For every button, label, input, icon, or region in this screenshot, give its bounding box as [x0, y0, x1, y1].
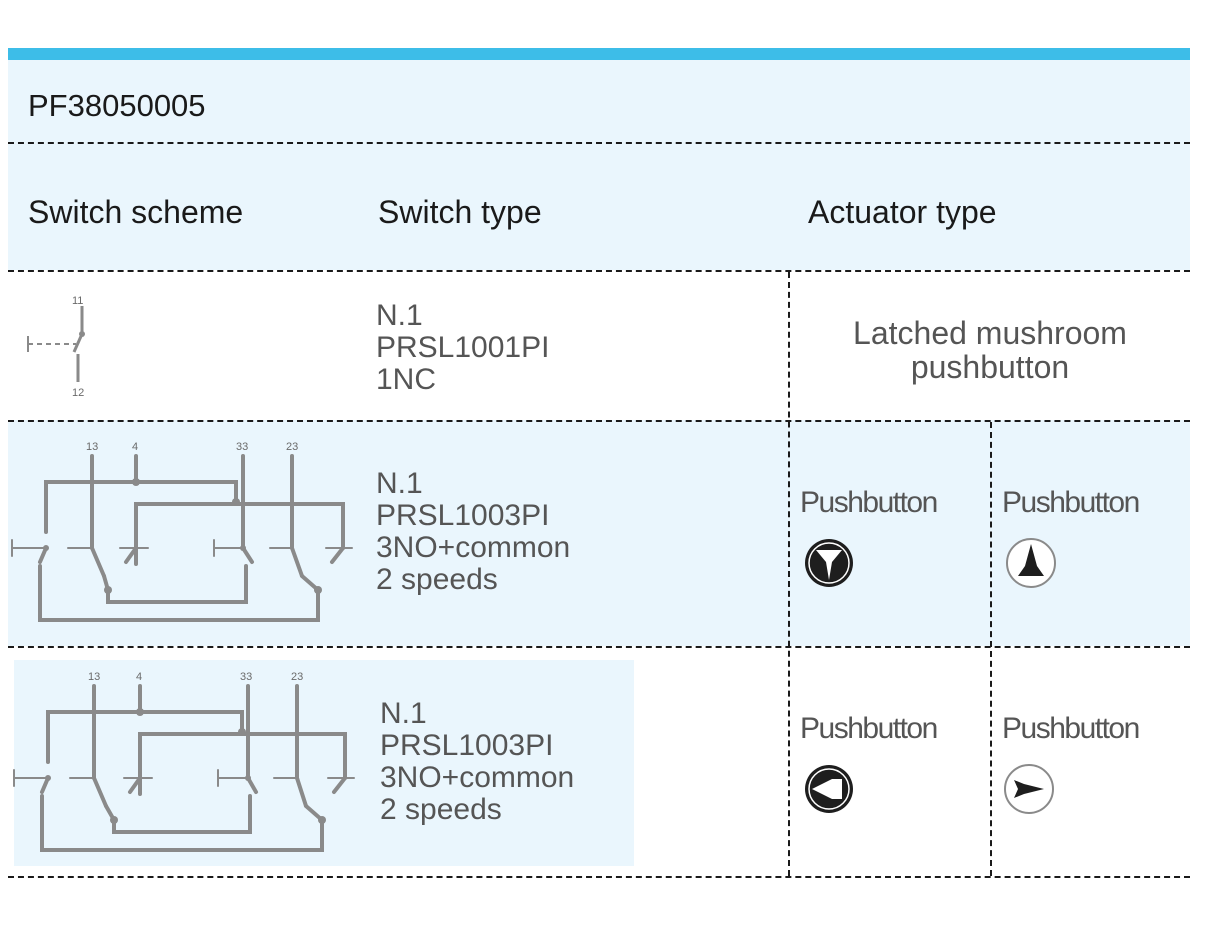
terminal-label: 23 [286, 441, 298, 453]
switch-qty: N.1 [376, 299, 423, 332]
actuator-label: Pushbutton [800, 712, 938, 745]
actuator-label: Pushbutton [1002, 712, 1140, 745]
terminal-label: 11 [72, 295, 83, 307]
divider [8, 270, 1190, 272]
switch-speeds: 2 speeds [376, 563, 498, 596]
terminal-label: 13 [86, 441, 98, 453]
terminal-label: 23 [291, 671, 303, 683]
arrow-down-icon [805, 539, 853, 587]
terminal-label: 33 [240, 671, 252, 683]
actuator-label: Pushbutton [1002, 486, 1140, 519]
header-band [8, 60, 1190, 270]
divider [8, 876, 1190, 878]
switch-type-cell: N.1 PRSL1003PI 3NO+common 2 speeds [380, 698, 574, 826]
terminal-label: 13 [88, 671, 100, 683]
divider [8, 646, 1190, 648]
terminal-label: 4 [136, 671, 142, 683]
switch-scheme-1nc: 11 12 [27, 295, 85, 399]
switch-model: PRSL1001PI [376, 331, 550, 364]
terminal-label: 4 [132, 441, 138, 453]
switch-scheme-3no-common: 13 4 33 23 [11, 441, 353, 622]
switch-type-cell: N.1 PRSL1001PI 1NC [376, 300, 549, 396]
header-switch-type: Switch type [378, 194, 542, 230]
switch-model: PRSL1003PI [376, 499, 550, 532]
arrow-left-icon [805, 765, 853, 813]
actuator-line-2: pushbutton [910, 349, 1070, 385]
arrow-up-icon [1006, 538, 1056, 588]
divider [8, 142, 1190, 144]
switch-type-cell: N.1 PRSL1003PI 3NO+common 2 speeds [376, 468, 570, 596]
switch-speeds: 2 speeds [380, 793, 502, 826]
accent-bar [8, 48, 1190, 60]
switch-config: 3NO+common [376, 531, 571, 564]
terminal-label: 33 [236, 441, 248, 453]
actuator-label: Pushbutton [800, 486, 938, 519]
product-code: PF38050005 [28, 88, 206, 123]
actuator-line-1: Latched mushroom [853, 315, 1127, 351]
product-table: PF38050005 Switch scheme Switch type Act… [8, 48, 1190, 878]
divider [8, 420, 1190, 422]
switch-config: 1NC [376, 363, 437, 396]
column-divider [990, 422, 992, 876]
switch-qty: N.1 [380, 697, 427, 730]
switch-scheme-3no-common: 13 4 33 23 [13, 671, 355, 852]
switch-config: 3NO+common [380, 761, 575, 794]
arrow-right-icon [1004, 764, 1054, 814]
column-divider [788, 272, 790, 876]
switch-qty: N.1 [376, 467, 423, 500]
terminal-label: 12 [72, 387, 84, 399]
actuator-cell: Latched mushroom pushbutton [790, 316, 1190, 384]
header-switch-scheme: Switch scheme [28, 194, 244, 230]
row-2-band [8, 420, 1190, 646]
header-actuator-type: Actuator type [808, 194, 997, 230]
switch-model: PRSL1003PI [380, 729, 554, 762]
